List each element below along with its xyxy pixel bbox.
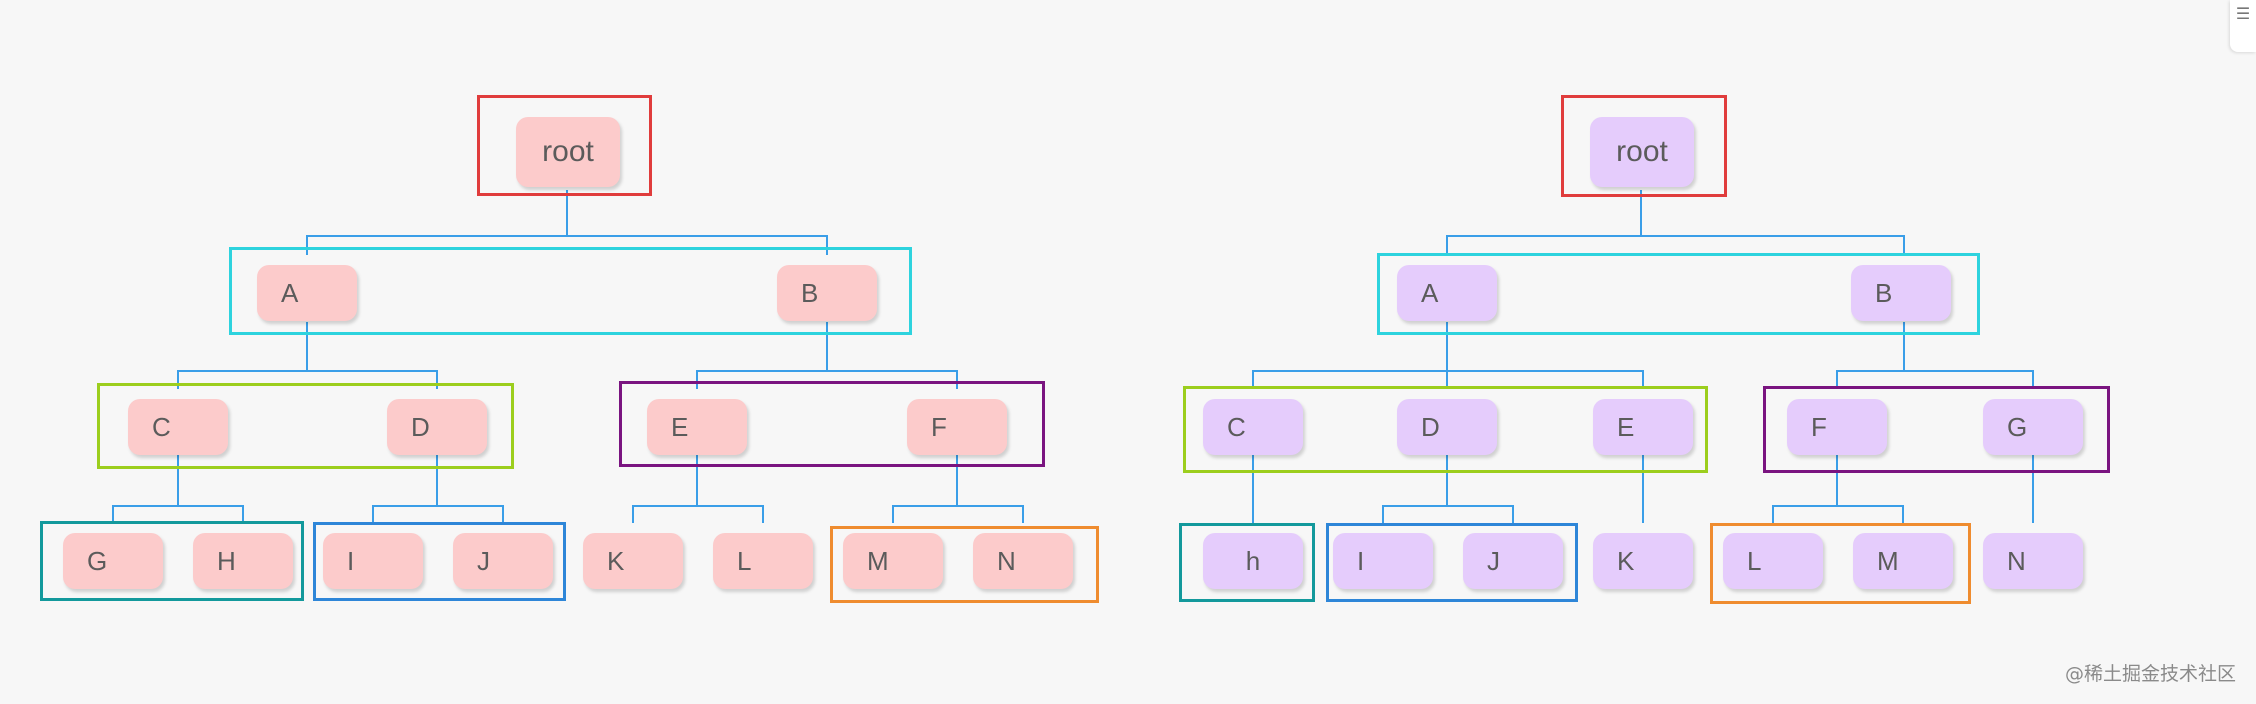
menu-icon[interactable]: ☰ — [2230, 0, 2256, 52]
right-group-lm — [1710, 523, 1971, 604]
left-node-d[interactable]: D — [387, 399, 487, 455]
left-node-h[interactable]: H — [193, 533, 293, 589]
connector-ra-to-e — [1253, 370, 1644, 389]
connector-e-to-l — [697, 505, 764, 523]
left-group-gh — [40, 521, 304, 601]
connector-rb-to-g — [1904, 370, 2034, 389]
left-node-g[interactable]: G — [63, 533, 163, 589]
right-group-level1 — [1377, 253, 1980, 335]
left-node-e[interactable]: E — [647, 399, 747, 455]
right-group-fg — [1763, 386, 2110, 473]
right-group-cde — [1183, 386, 1708, 473]
left-node-f[interactable]: F — [907, 399, 1007, 455]
left-node-n[interactable]: N — [973, 533, 1073, 589]
connector-b-to-ef — [696, 322, 828, 389]
right-node-n[interactable]: N — [1983, 533, 2083, 589]
left-group-ij — [313, 522, 566, 601]
connector-rd-to-j — [1447, 505, 1514, 523]
left-node-l[interactable]: L — [713, 533, 813, 589]
right-node-b[interactable]: B — [1851, 265, 1951, 321]
connector-f-to-n — [957, 505, 1024, 523]
right-node-m[interactable]: M — [1853, 533, 1953, 589]
connector-rroot-to-ab — [1446, 190, 1642, 255]
left-node-a[interactable]: A — [257, 265, 357, 321]
right-node-i[interactable]: I — [1333, 533, 1433, 589]
left-group-ef — [619, 381, 1045, 467]
right-node-g[interactable]: G — [1983, 399, 2083, 455]
connector-d-to-j — [437, 505, 504, 523]
right-group-root — [1561, 95, 1727, 197]
right-node-h[interactable]: h — [1203, 533, 1303, 589]
connector-rb-to-fg — [1836, 322, 1905, 389]
left-node-j[interactable]: J — [453, 533, 553, 589]
right-group-h — [1179, 523, 1315, 602]
right-node-a[interactable]: A — [1397, 265, 1497, 321]
connector-c-to-gh — [112, 455, 179, 523]
left-group-root — [477, 95, 652, 196]
connector-f-to-mn — [892, 455, 958, 523]
connector-rf-to-m — [1837, 505, 1904, 523]
right-node-c[interactable]: C — [1203, 399, 1303, 455]
left-node-i[interactable]: I — [323, 533, 423, 589]
connector-rroot-to-b — [1641, 235, 1905, 255]
right-group-ij — [1326, 523, 1578, 602]
connector-e-to-kl — [632, 455, 698, 523]
left-node-k[interactable]: K — [583, 533, 683, 589]
right-node-l[interactable]: L — [1723, 533, 1823, 589]
connector-c-to-h — [178, 505, 244, 523]
left-group-cd — [97, 383, 514, 469]
right-root-node[interactable]: root — [1590, 117, 1694, 187]
connector-rf-to-lm — [1772, 455, 1838, 523]
left-node-m[interactable]: M — [843, 533, 943, 589]
right-node-f[interactable]: F — [1787, 399, 1887, 455]
right-node-e[interactable]: E — [1593, 399, 1693, 455]
connector-root-to-ab — [306, 190, 568, 255]
right-node-k[interactable]: K — [1593, 533, 1693, 589]
left-node-c[interactable]: C — [128, 399, 228, 455]
watermark-text: @稀土掘金技术社区 — [2064, 663, 2236, 685]
connector-rd-to-ij — [1382, 455, 1448, 523]
connector-d-to-ij — [372, 455, 438, 523]
left-group-mn — [830, 526, 1099, 603]
left-root-node[interactable]: root — [516, 117, 620, 187]
connector-a-to-cd — [177, 322, 308, 389]
left-group-level1 — [229, 247, 912, 335]
right-node-j[interactable]: J — [1463, 533, 1563, 589]
right-node-d[interactable]: D — [1397, 399, 1497, 455]
left-node-b[interactable]: B — [777, 265, 877, 321]
